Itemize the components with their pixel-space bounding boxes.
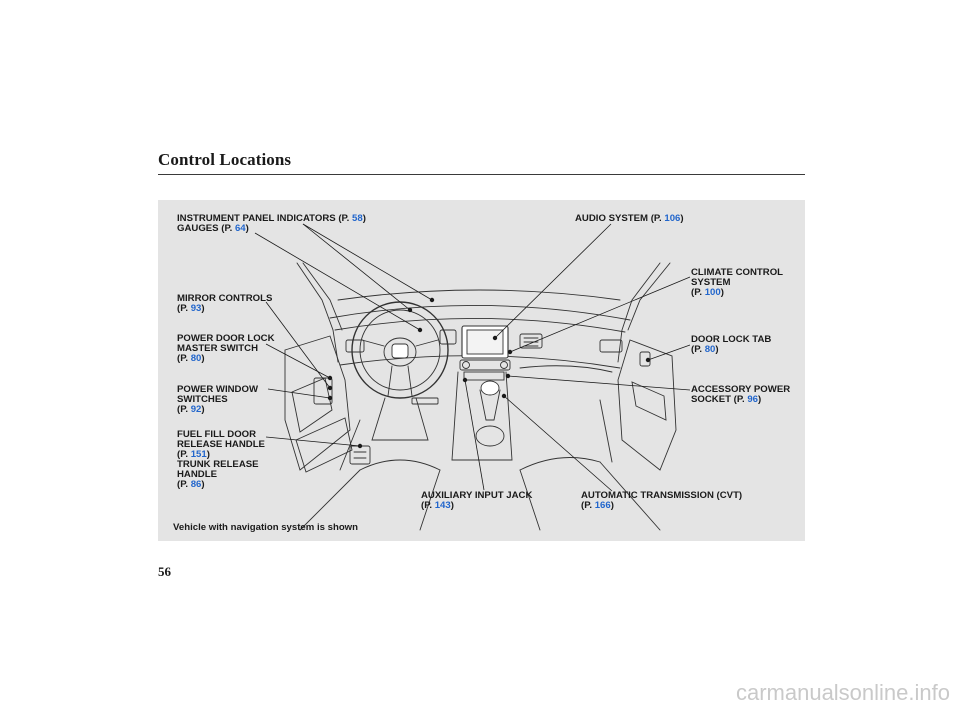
page-ref-link[interactable]: 143: [434, 500, 451, 511]
page-ref-link[interactable]: 166: [594, 500, 611, 511]
page-ref-link[interactable]: 100: [704, 287, 721, 298]
label-power-door-lock-master: POWER DOOR LOCK MASTER SWITCH (P. 80): [177, 333, 275, 364]
label-door-lock-tab: DOOR LOCK TAB (P. 80): [691, 334, 772, 355]
figure-caption: Vehicle with navigation system is shown: [173, 522, 358, 533]
label-auxiliary-input-jack: AUXILIARY INPUT JACK (P. 143): [421, 490, 533, 511]
page-ref-link[interactable]: 64: [234, 223, 246, 234]
page-number: 56: [158, 564, 171, 579]
label-mirror-controls: MIRROR CONTROLS (P. 93): [177, 293, 273, 314]
watermark: carmanualsonline.info: [735, 680, 950, 705]
title-rule: [158, 174, 805, 175]
label-instrument-panel-indicators: INSTRUMENT PANEL INDICATORS (P. 58) GAUG…: [177, 213, 366, 234]
leader-dots: [327, 297, 651, 449]
leader-lines: [254, 223, 691, 492]
page-ref-link[interactable]: 106: [664, 213, 681, 224]
page-ref-link[interactable]: 80: [190, 353, 202, 364]
page-ref-link[interactable]: 92: [190, 404, 202, 415]
label-climate-control: CLIMATE CONTROL SYSTEM (P. 100): [691, 267, 784, 298]
label-fuel-fill-door: FUEL FILL DOOR RELEASE HANDLE (P. 151) T…: [177, 429, 265, 490]
label-accessory-power-socket: ACCESSORY POWER SOCKET (P. 96): [691, 384, 791, 405]
page-ref-link[interactable]: 80: [704, 344, 716, 355]
page-ref-link[interactable]: 93: [190, 303, 202, 314]
page-title: Control Locations: [158, 150, 292, 169]
label-automatic-transmission: AUTOMATIC TRANSMISSION (CVT) (P. 166): [581, 490, 743, 511]
page-ref-link[interactable]: 86: [190, 479, 202, 490]
page-ref-link[interactable]: 58: [352, 213, 363, 224]
label-power-window-switches: POWER WINDOW SWITCHES (P. 92): [177, 384, 259, 415]
diagram-panel: [158, 200, 805, 541]
page-ref-link[interactable]: 96: [747, 394, 759, 405]
page-ref-link[interactable]: 151: [190, 449, 207, 460]
label-audio-system: AUDIO SYSTEM (P. 106): [575, 213, 684, 224]
